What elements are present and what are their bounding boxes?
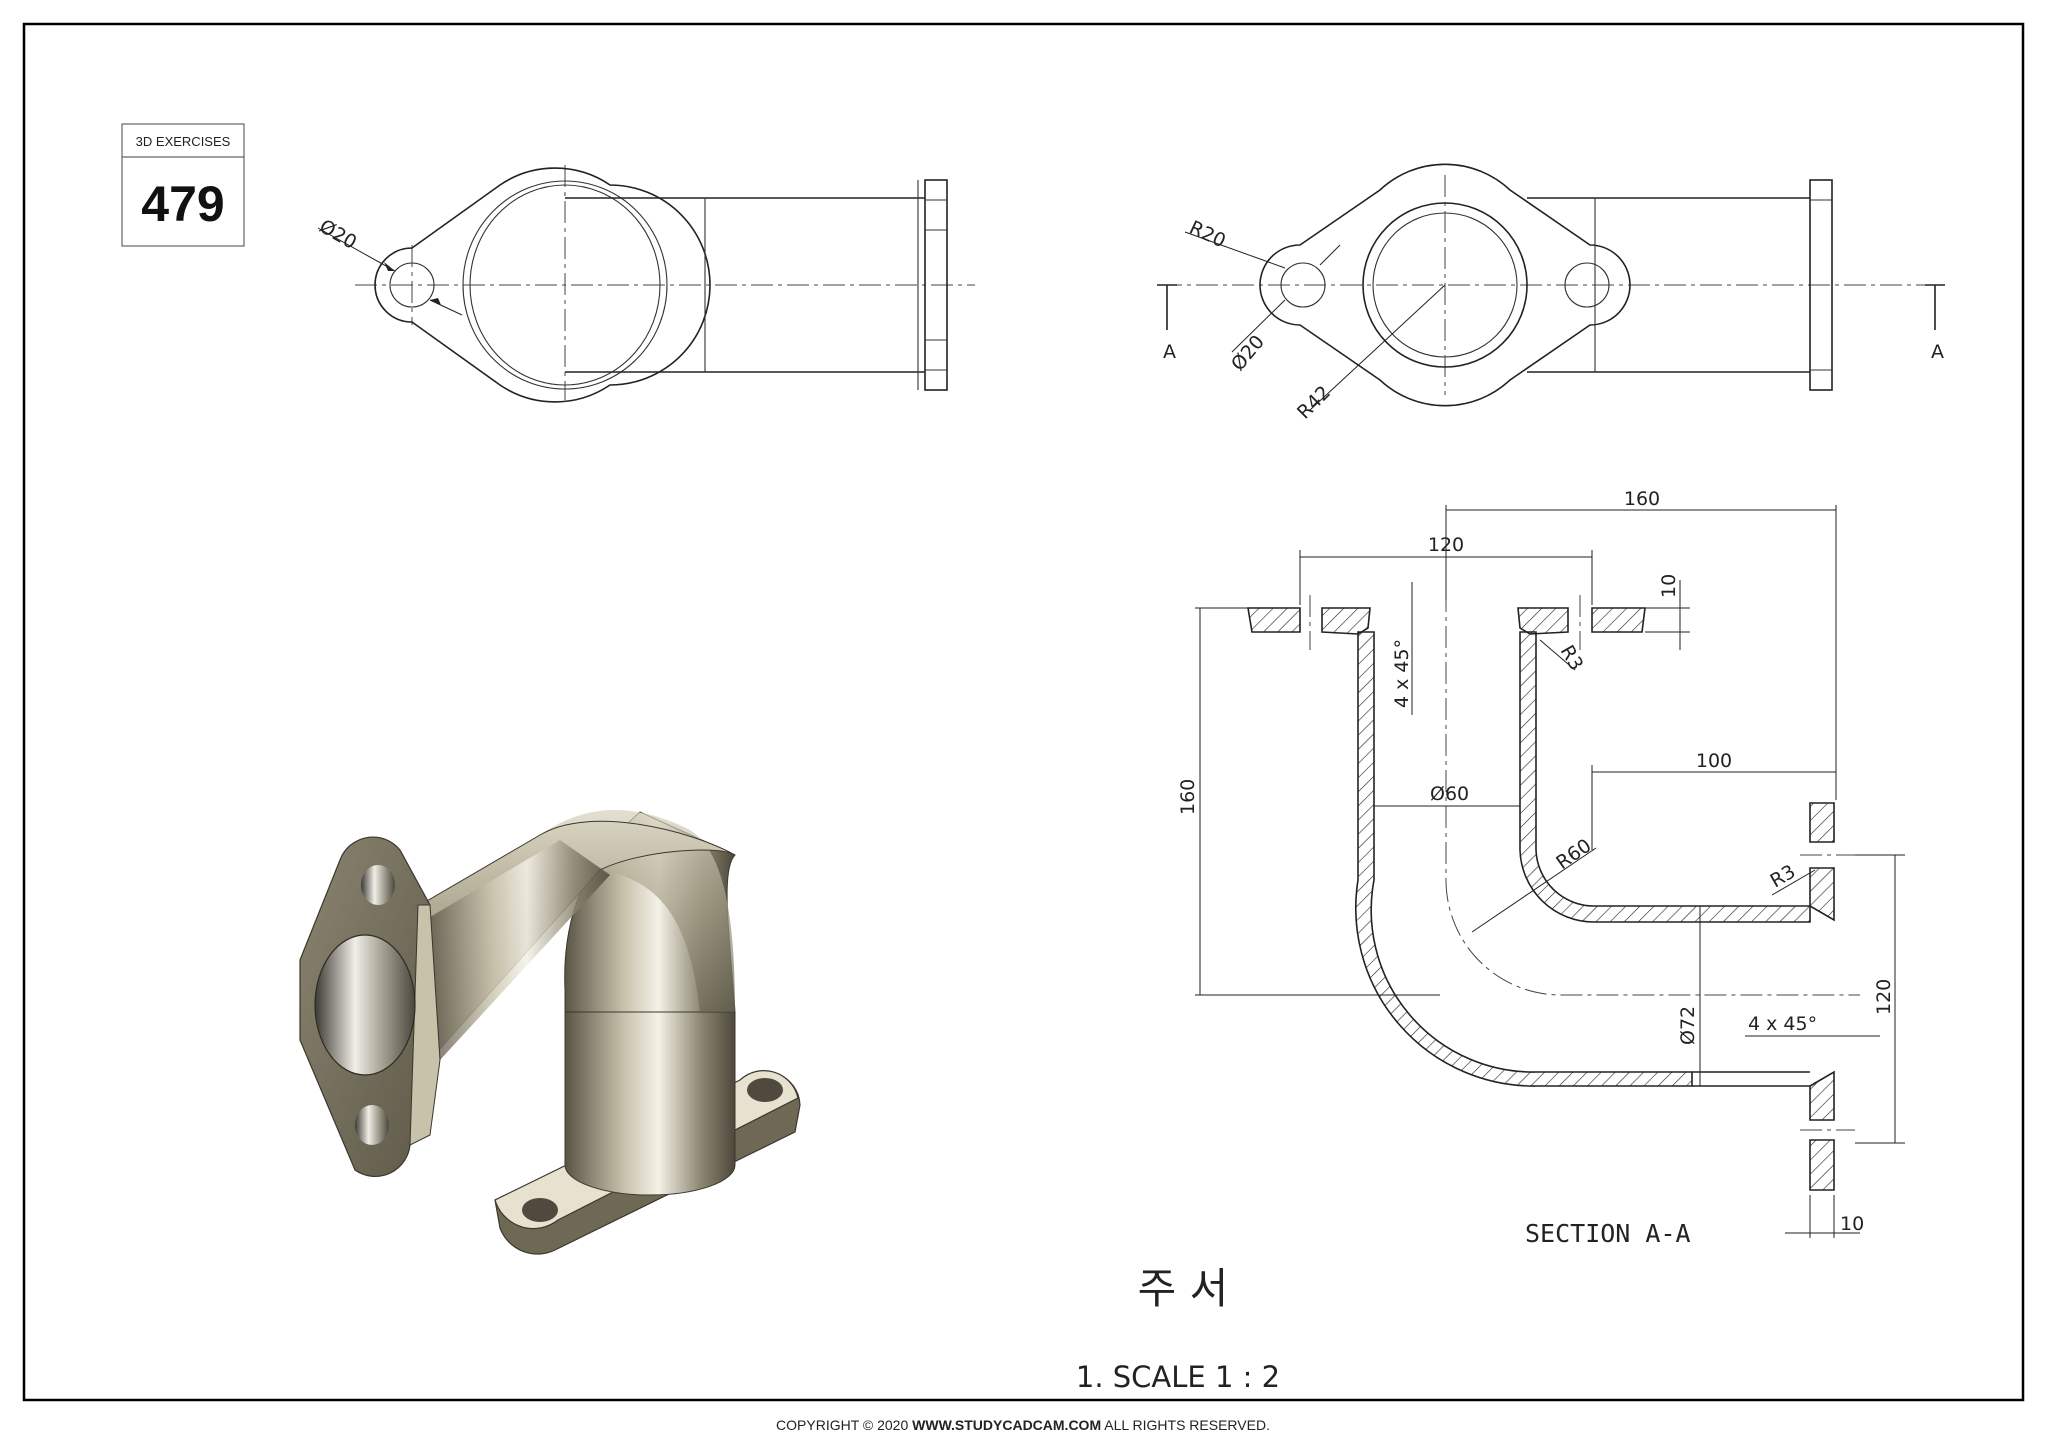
front-flange-radius: R20 bbox=[1186, 217, 1229, 253]
dim-bend-radius: R60 bbox=[1552, 835, 1595, 874]
isometric-render bbox=[299, 810, 801, 1255]
copyright-prefix: COPYRIGHT © 2020 bbox=[776, 1417, 912, 1433]
front-body-radius: R42 bbox=[1293, 382, 1335, 424]
exercise-badge: 3D EXERCISES 479 bbox=[121, 123, 245, 247]
top-view: Ø20 bbox=[316, 165, 975, 403]
front-view: A A R20 Ø20 R42 bbox=[1157, 163, 1945, 424]
badge-number: 479 bbox=[141, 176, 224, 232]
dim-chamfer-top: 4 x 45° bbox=[1391, 639, 1413, 708]
copyright-suffix: ALL RIGHTS RESERVED. bbox=[1101, 1417, 1270, 1433]
notes-title: 주 서 bbox=[1138, 1264, 1229, 1313]
section-mark-right: A bbox=[1931, 341, 1944, 363]
dim-flange-hole-spacing-side: 120 bbox=[1873, 979, 1895, 1015]
dim-overall-height: 160 bbox=[1177, 779, 1199, 815]
dim-chamfer-side: 4 x 45° bbox=[1748, 1013, 1817, 1035]
dim-flange-thickness-top: 10 bbox=[1658, 574, 1680, 598]
front-hole-dia: Ø20 bbox=[1227, 331, 1269, 375]
section-mark-left: A bbox=[1163, 341, 1176, 363]
dim-fillet-top: R3 bbox=[1556, 642, 1588, 675]
copyright-footer: COPYRIGHT © 2020 WWW.STUDYCADCAM.COM ALL… bbox=[776, 1417, 1270, 1433]
copyright-site: WWW.STUDYCADCAM.COM bbox=[912, 1417, 1101, 1433]
section-label: SECTION A-A bbox=[1525, 1219, 1691, 1248]
dim-outer-dia: Ø72 bbox=[1677, 1006, 1699, 1045]
dim-inner-dia: Ø60 bbox=[1430, 783, 1469, 805]
dim-overall-width: 160 bbox=[1624, 488, 1660, 510]
badge-title: 3D EXERCISES bbox=[136, 134, 231, 149]
dim-flange-thickness-side: 10 bbox=[1840, 1213, 1864, 1235]
section-view: 160 120 10 4 x 45° R3 160 Ø60 100 R60 R bbox=[1177, 488, 1905, 1248]
sheet-border bbox=[22, 22, 2025, 1402]
notes-scale: 1. SCALE 1 : 2 bbox=[1076, 1360, 1280, 1394]
dim-flange-hole-spacing: 120 bbox=[1428, 534, 1464, 556]
dim-offset-horizontal: 100 bbox=[1696, 750, 1732, 772]
dim-fillet-side: R3 bbox=[1767, 861, 1800, 893]
